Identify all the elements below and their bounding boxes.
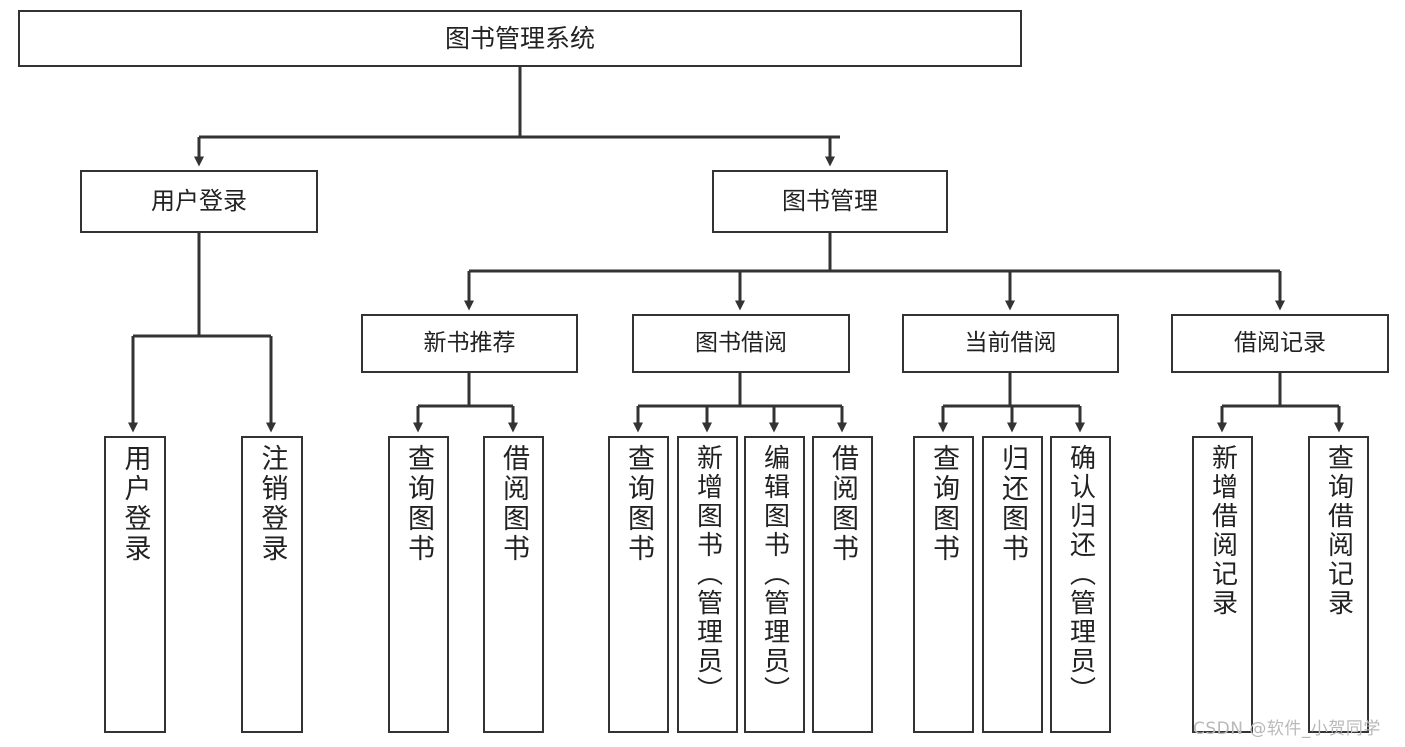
node-label: 查询借阅记录: [1323, 444, 1354, 618]
node-label: 借阅记录: [1234, 329, 1326, 356]
node-label: 图书管理: [782, 187, 878, 216]
leaf-borrow-record-add-record[interactable]: 新增借阅记录: [1192, 436, 1253, 733]
node-label: 注销登录: [256, 444, 288, 564]
node-label: 新增图书（管理员）: [692, 444, 723, 705]
node-label: 借阅图书: [827, 444, 858, 564]
node-new-book-recommend[interactable]: 新书推荐: [361, 314, 578, 373]
leaf-borrow-record-query-record[interactable]: 查询借阅记录: [1308, 436, 1369, 733]
node-label: 借阅图书: [498, 444, 529, 564]
node-label: 新书推荐: [423, 329, 516, 356]
leaf-current-borrow-query-book[interactable]: 查询图书: [913, 436, 974, 733]
node-label: 用户登录: [119, 444, 151, 564]
leaf-user-login-login[interactable]: 用户登录: [104, 436, 166, 733]
leaf-book-borrow-add-book-admin[interactable]: 新增图书（管理员）: [677, 436, 738, 733]
leaf-book-borrow-edit-book-admin[interactable]: 编辑图书（管理员）: [744, 436, 805, 733]
csdn-watermark: CSDN @软件_小贺同学: [1193, 719, 1381, 739]
node-label: 用户登录: [151, 187, 247, 216]
node-label: 当前借阅: [964, 329, 1057, 356]
node-label: 新增借阅记录: [1207, 444, 1238, 618]
leaf-new-book-query-book[interactable]: 查询图书: [388, 436, 449, 733]
leaf-book-borrow-borrow-book[interactable]: 借阅图书: [812, 436, 873, 733]
node-label: 确认归还（管理员）: [1065, 444, 1096, 705]
node-book-management[interactable]: 图书管理: [712, 170, 948, 233]
leaf-book-borrow-query-book[interactable]: 查询图书: [608, 436, 669, 733]
node-label: 查询图书: [623, 444, 654, 564]
node-label: 查询图书: [928, 444, 959, 564]
node-label: 查询图书: [403, 444, 434, 564]
node-label: 图书管理系统: [444, 23, 595, 53]
leaf-current-borrow-return-book[interactable]: 归还图书: [982, 436, 1043, 733]
node-current-borrow[interactable]: 当前借阅: [902, 314, 1119, 373]
node-label: 归还图书: [997, 444, 1028, 564]
node-borrow-record[interactable]: 借阅记录: [1171, 314, 1389, 373]
node-user-login[interactable]: 用户登录: [80, 170, 318, 233]
leaf-current-borrow-confirm-return-admin[interactable]: 确认归还（管理员）: [1050, 436, 1111, 733]
node-book-borrow[interactable]: 图书借阅: [632, 314, 850, 373]
node-label: 编辑图书（管理员）: [759, 444, 790, 705]
node-root-system[interactable]: 图书管理系统: [18, 10, 1022, 67]
leaf-user-login-logout[interactable]: 注销登录: [241, 436, 303, 733]
leaf-new-book-borrow-book[interactable]: 借阅图书: [483, 436, 544, 733]
node-label: 图书借阅: [695, 329, 787, 356]
